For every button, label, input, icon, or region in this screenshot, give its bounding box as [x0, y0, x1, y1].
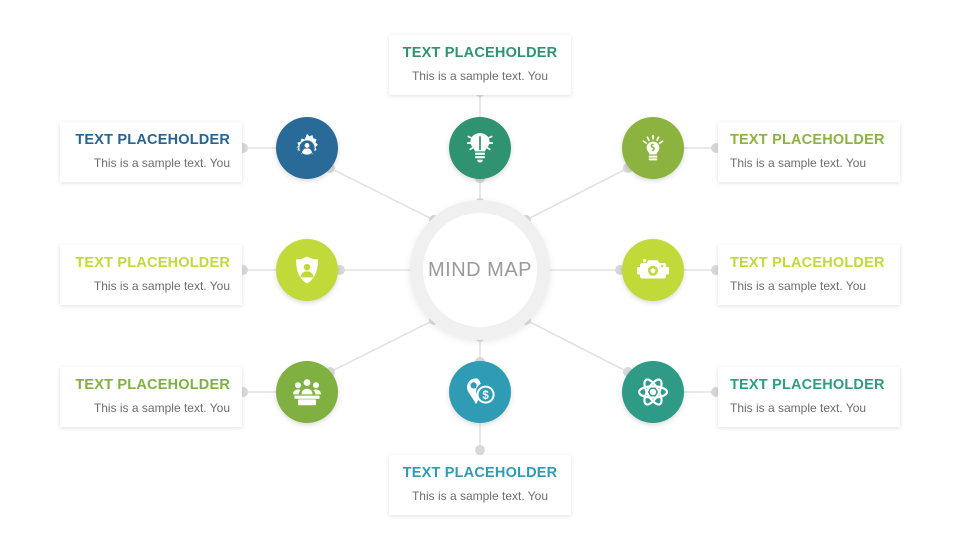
card-middle-right[interactable]: TEXT PLACEHOLDER This is a sample text. … — [718, 245, 900, 306]
node-bottom-right[interactable] — [622, 361, 684, 423]
card-middle-right-title: TEXT PLACEHOLDER — [730, 255, 885, 271]
team-desk-icon — [293, 379, 321, 406]
node-middle-left[interactable] — [276, 239, 338, 301]
svg-text:$: $ — [482, 390, 489, 402]
card-top-left-title: TEXT PLACEHOLDER — [75, 132, 230, 148]
card-bottom-center[interactable]: TEXT PLACEHOLDER This is a sample text. … — [389, 455, 571, 516]
card-bottom-right-body: This is a sample text. You — [730, 400, 867, 415]
central-hub[interactable]: MIND MAP — [410, 200, 550, 340]
node-bottom-left[interactable] — [276, 361, 338, 423]
card-bottom-right[interactable]: TEXT PLACEHOLDER This is a sample text. … — [718, 367, 900, 428]
connector-dot-card-bc — [475, 445, 485, 455]
idea-head-icon — [642, 134, 664, 161]
card-bottom-left-body: This is a sample text. You — [93, 400, 230, 415]
card-top-center-body: This is a sample text. You — [411, 68, 549, 83]
connector-line-hub-top-left — [329, 167, 435, 221]
connector-line-hub-bottom-right — [525, 319, 629, 373]
card-bottom-center-body: This is a sample text. You — [411, 488, 549, 503]
card-top-right[interactable]: TEXT PLACEHOLDER This is a sample text. … — [718, 122, 900, 183]
card-top-right-title: TEXT PLACEHOLDER — [730, 132, 885, 148]
card-bottom-center-title: TEXT PLACEHOLDER — [402, 465, 558, 481]
node-top-left[interactable] — [276, 117, 338, 179]
card-bottom-left[interactable]: TEXT PLACEHOLDER This is a sample text. … — [60, 367, 242, 428]
connector-line-hub-bottom-left — [329, 319, 435, 373]
gear-user-icon — [296, 133, 318, 156]
card-middle-right-body: This is a sample text. You — [730, 278, 867, 293]
node-top-right[interactable] — [622, 117, 684, 179]
connector-line-hub-top-right — [525, 167, 629, 221]
card-top-center-title: TEXT PLACEHOLDER — [402, 45, 558, 61]
node-middle-right[interactable] — [622, 239, 684, 301]
node-bottom-center[interactable]: $ — [449, 361, 511, 423]
camera-icon — [637, 258, 669, 279]
central-hub-label: MIND MAP — [428, 258, 532, 281]
shield-user-icon — [296, 256, 318, 284]
card-bottom-right-title: TEXT PLACEHOLDER — [730, 377, 885, 393]
card-middle-left-title: TEXT PLACEHOLDER — [75, 255, 230, 271]
brain-bulb-icon — [466, 133, 494, 163]
node-top-center[interactable] — [449, 117, 511, 179]
card-top-center[interactable]: TEXT PLACEHOLDER This is a sample text. … — [389, 35, 571, 96]
card-middle-left[interactable]: TEXT PLACEHOLDER This is a sample text. … — [60, 245, 242, 306]
card-top-left-body: This is a sample text. You — [93, 155, 230, 170]
atom-icon — [637, 378, 669, 406]
card-middle-left-body: This is a sample text. You — [93, 278, 230, 293]
money-pin-icon: $ — [467, 378, 495, 404]
card-top-left[interactable]: TEXT PLACEHOLDER This is a sample text. … — [60, 122, 242, 183]
card-bottom-left-title: TEXT PLACEHOLDER — [75, 377, 230, 393]
card-top-right-body: This is a sample text. You — [730, 155, 867, 170]
